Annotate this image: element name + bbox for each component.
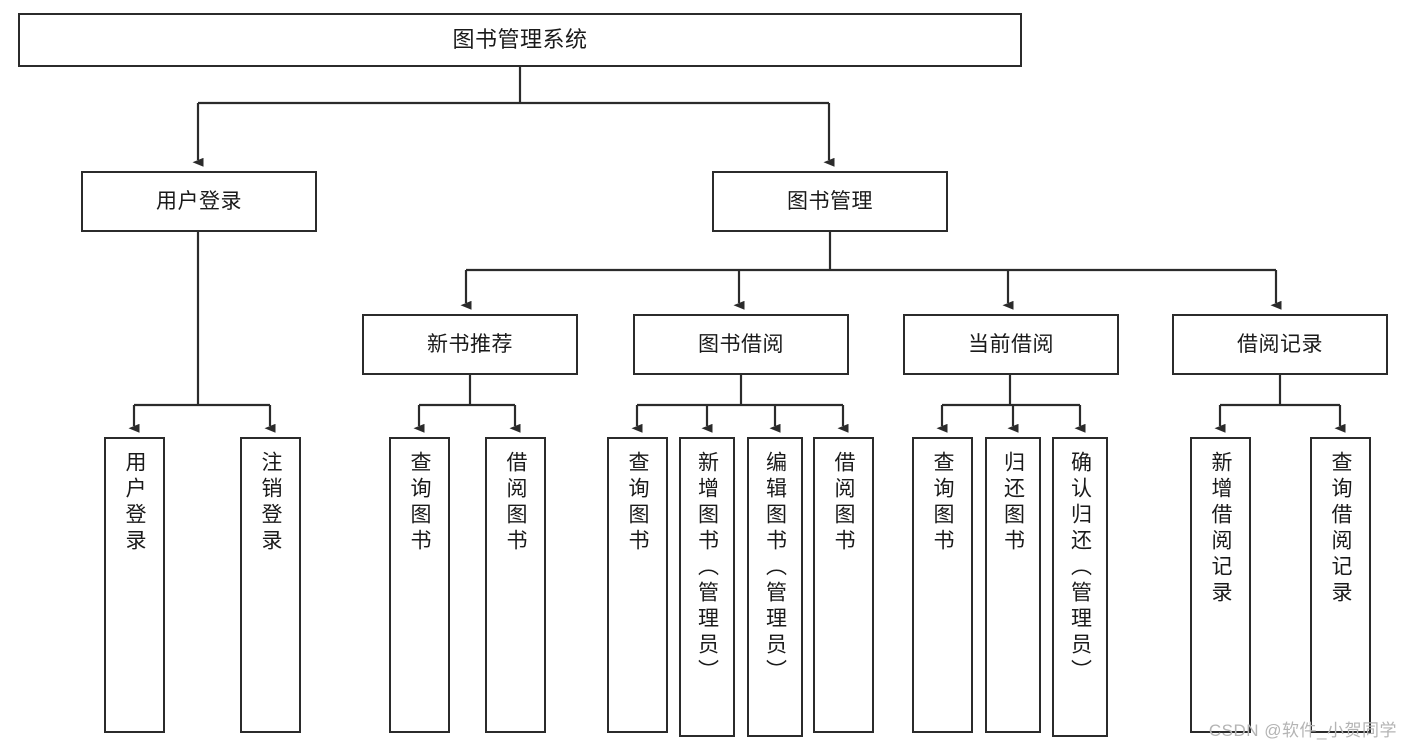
node-leaf-borrow-book-recommend[interactable]: 借阅图书: [485, 437, 546, 733]
node-book-management[interactable]: 图书管理: [712, 171, 948, 232]
node-leaf-edit-book-admin[interactable]: 编辑图书（管理员）: [747, 437, 803, 737]
node-leaf-logout[interactable]: 注销登录: [240, 437, 301, 733]
node-new-book-recommend[interactable]: 新书推荐: [362, 314, 578, 375]
node-leaf-query-borrow-record-label: 查询借阅记录: [1329, 451, 1352, 607]
node-current-borrow-label: 当前借阅: [968, 332, 1054, 356]
node-current-borrow[interactable]: 当前借阅: [903, 314, 1119, 375]
node-borrow-record[interactable]: 借阅记录: [1172, 314, 1388, 375]
node-leaf-add-borrow-record-label: 新增借阅记录: [1209, 451, 1232, 607]
node-leaf-query-book-recommend[interactable]: 查询图书: [389, 437, 450, 733]
node-leaf-query-book-borrow[interactable]: 查询图书: [607, 437, 668, 733]
node-leaf-logout-label: 注销登录: [259, 451, 282, 555]
node-root[interactable]: 图书管理系统: [18, 13, 1022, 67]
node-book-management-label: 图书管理: [787, 189, 873, 213]
node-leaf-query-borrow-record[interactable]: 查询借阅记录: [1310, 437, 1371, 733]
node-leaf-query-book-recommend-label: 查询图书: [408, 451, 431, 555]
node-leaf-add-book-admin[interactable]: 新增图书（管理员）: [679, 437, 735, 737]
node-root-label: 图书管理系统: [452, 26, 588, 52]
node-leaf-return-book[interactable]: 归还图书: [985, 437, 1041, 733]
node-leaf-query-book-current-label: 查询图书: [931, 451, 954, 555]
node-leaf-user-login[interactable]: 用户登录: [104, 437, 165, 733]
node-leaf-add-book-admin-label: 新增图书（管理员）: [695, 451, 719, 685]
node-book-borrow[interactable]: 图书借阅: [633, 314, 849, 375]
node-leaf-return-book-label: 归还图书: [1001, 451, 1025, 555]
node-leaf-query-book-borrow-label: 查询图书: [626, 451, 649, 555]
node-user-login-label: 用户登录: [156, 189, 242, 213]
node-new-book-recommend-label: 新书推荐: [427, 332, 513, 356]
node-leaf-borrow-book-recommend-label: 借阅图书: [504, 451, 527, 555]
node-borrow-record-label: 借阅记录: [1237, 332, 1323, 356]
node-user-login[interactable]: 用户登录: [81, 171, 317, 232]
node-book-borrow-label: 图书借阅: [698, 332, 784, 356]
node-leaf-edit-book-admin-label: 编辑图书（管理员）: [763, 451, 787, 685]
node-leaf-query-book-current[interactable]: 查询图书: [912, 437, 973, 733]
node-leaf-borrow-book-label: 借阅图书: [832, 451, 855, 555]
watermark-text: CSDN @软件_小贺同学: [1208, 721, 1397, 740]
node-leaf-confirm-return-admin-label: 确认归还（管理员）: [1068, 451, 1092, 685]
node-leaf-add-borrow-record[interactable]: 新增借阅记录: [1190, 437, 1251, 733]
node-leaf-confirm-return-admin[interactable]: 确认归还（管理员）: [1052, 437, 1108, 737]
node-leaf-borrow-book[interactable]: 借阅图书: [813, 437, 874, 733]
node-leaf-user-login-label: 用户登录: [123, 451, 146, 555]
